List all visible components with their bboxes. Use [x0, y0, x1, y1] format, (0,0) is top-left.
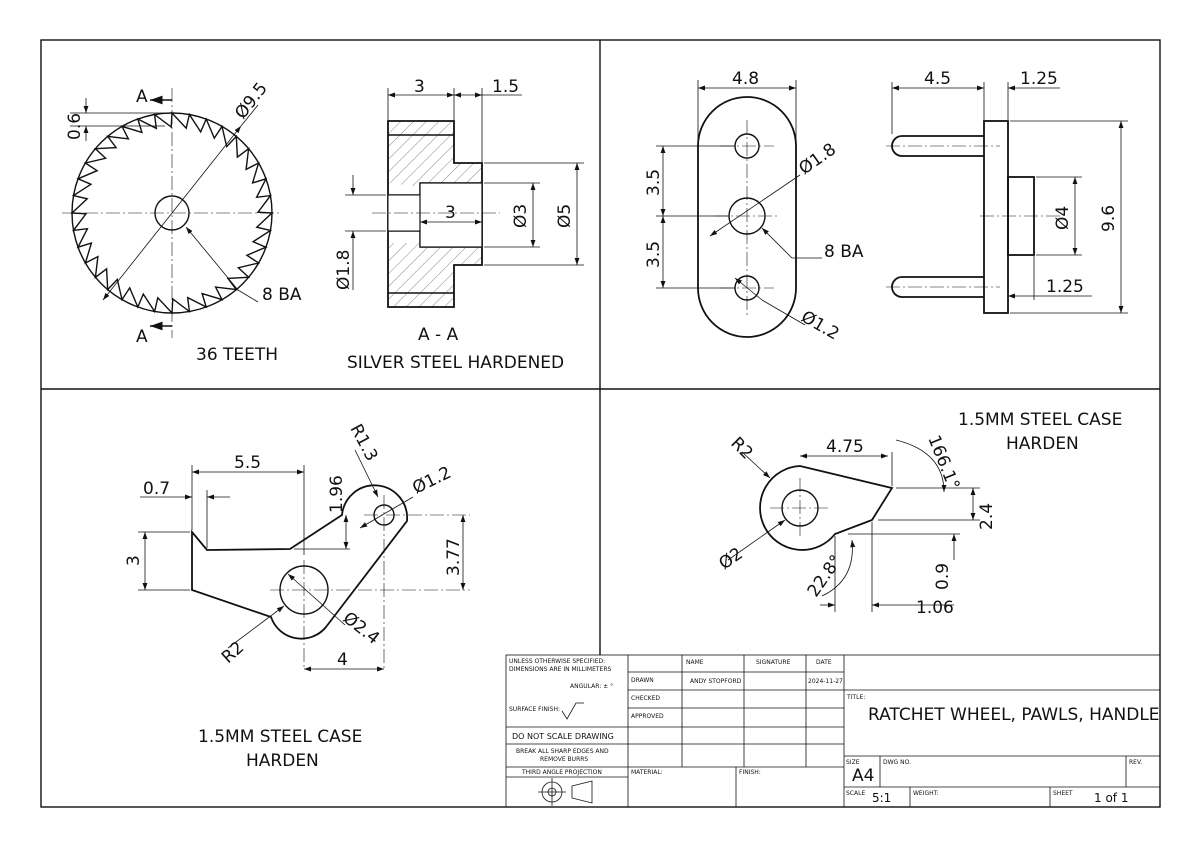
dim-plate-thickness: 1.25: [1020, 69, 1058, 89]
pawl2-note-line2: HARDEN: [1006, 434, 1079, 454]
do-not-scale: DO NOT SCALE DRAWING: [512, 732, 614, 741]
wheel-note: 36 TEETH: [196, 345, 278, 365]
dim-pawl1-tip: 0.7: [143, 479, 170, 499]
dim-pawl2-106: 1.06: [916, 598, 954, 618]
dim-pawl1-r13: R1.3: [346, 421, 382, 465]
dim-pawl2-09: 0.9: [933, 563, 953, 590]
handle-side-view: 4.5 1.25 Ø4 9.6 1.25: [886, 69, 1128, 314]
ratchet-wheel-view: A A 0.6 Ø9.5 8 BA 36 TEETH: [62, 79, 302, 365]
dim-section-d5: Ø5: [555, 204, 575, 228]
dim-pawl1-d12: Ø1.2: [409, 463, 454, 499]
row-drawn: DRAWN: [631, 677, 654, 684]
rev-label: REV.: [1129, 759, 1142, 766]
dim-handle-d18: Ø1.8: [795, 140, 840, 180]
dim-section-width: 3: [414, 77, 425, 97]
scale-label: SCALE: [846, 790, 865, 797]
drawn-date: 2024-11-27: [808, 678, 843, 685]
dim-pawl2-angle1: 166.1°: [923, 432, 963, 493]
dim-pawl1-height: 3: [124, 555, 144, 566]
projection-label: THIRD ANGLE PROJECTION: [521, 769, 602, 776]
section-mark-top: A: [136, 87, 148, 107]
pawl1-note-line2: HARDEN: [246, 751, 319, 771]
pawl1-note-line1: 1.5MM STEEL CASE: [198, 727, 362, 747]
sheet-size: A4: [852, 766, 874, 786]
break-edges-2: REMOVE BURRS: [540, 756, 588, 763]
third-angle-projection-icon: [538, 778, 593, 806]
section-mark-bottom: A: [136, 327, 148, 347]
tolerance-note-2: DIMENSIONS ARE IN MILLIMETERS: [509, 666, 611, 673]
dim-pawl1-d24: Ø2.4: [339, 608, 383, 649]
finish-label: FINISH:: [739, 769, 761, 776]
dim-handle-thread: 8 BA: [824, 242, 864, 262]
dim-pawl2-24: 2.4: [977, 503, 997, 530]
tolerance-note-1: UNLESS OTHERWISE SPECIFIED:: [509, 658, 605, 665]
dim-handle-pitch-lower: 3.5: [644, 241, 664, 268]
section-view: 3 1.5 3 Ø1.8 Ø3 Ø5 A - A SILVER STEEL HA…: [334, 77, 584, 373]
title-block: UNLESS OTHERWISE SPECIFIED: DIMENSIONS A…: [505, 654, 1161, 808]
title-label: TITLE:: [846, 694, 865, 701]
drawing-title: RATCHET WHEEL, PAWLS, HANDLE: [868, 705, 1160, 725]
dim-handle-length: 9.6: [1099, 205, 1119, 232]
dim-pawl1-length: 5.5: [234, 453, 261, 473]
dim-wheel-diameter: Ø9.5: [231, 79, 272, 123]
dim-pawl2-angle2: 22.8°: [804, 551, 847, 600]
dim-pawl2-r2: R2: [726, 433, 756, 463]
dim-handle-pitch-upper: 3.5: [644, 169, 664, 196]
break-edges-1: BREAK ALL SHARP EDGES AND: [516, 748, 609, 755]
dim-tooth-depth: 0.6: [65, 113, 85, 140]
dim-handle-width: 4.8: [732, 69, 759, 89]
angular-note: ANGULAR: ± °: [570, 683, 613, 690]
scale-value: 5:1: [872, 791, 891, 805]
dwg-no-label: DWG NO.: [883, 759, 911, 766]
weight-label: WEIGHT:: [913, 790, 939, 797]
dim-boss-diameter: Ø4: [1053, 206, 1073, 230]
surface-finish-icon: [561, 702, 584, 720]
dim-section-d18: Ø1.8: [334, 250, 354, 290]
handle-front-view: 4.8 3.5 3.5 Ø1.8 8 BA Ø1.2: [644, 69, 864, 345]
dim-pawl2-475: 4.75: [826, 437, 864, 457]
row-checked: CHECKED: [631, 695, 660, 702]
dim-boss-length: 1.25: [1046, 277, 1084, 297]
dim-pawl1-4: 4: [337, 650, 348, 670]
pawl2-note-line1: 1.5MM STEEL CASE: [958, 410, 1122, 430]
sheet-label: SHEET: [1053, 790, 1073, 797]
pawl-2-view: 1.5MM STEEL CASE HARDEN R2 4.75 166.1° 2…: [715, 410, 1122, 618]
dim-handle-d12: Ø1.2: [798, 307, 843, 345]
section-label: A - A: [418, 325, 459, 345]
dim-pawl1-r2: R2: [218, 638, 248, 668]
dim-section-boss: 1.5: [492, 77, 519, 97]
col-date: DATE: [816, 659, 832, 666]
section-note: SILVER STEEL HARDENED: [347, 353, 564, 373]
col-signature: SIGNATURE: [756, 659, 791, 666]
pawl-1-view: 5.5 0.7 3 R1.3 1.96 Ø1.2 3.77 Ø2.4 R2 4: [124, 421, 470, 771]
dim-section-d3: Ø3: [511, 204, 531, 228]
dim-pawl1-196: 1.96: [327, 475, 347, 513]
dim-wheel-thread: 8 BA: [262, 285, 302, 305]
dim-pawl1-377: 3.77: [444, 538, 464, 576]
col-name: NAME: [686, 659, 704, 666]
sheet-number: 1 of 1: [1094, 791, 1128, 805]
dim-bore-length: 3: [445, 203, 456, 223]
drawn-name: ANDY STOPFORD: [690, 678, 742, 685]
size-label: SIZE: [846, 759, 860, 766]
material-label: MATERIAL:: [631, 769, 663, 776]
dim-pawl2-d2: Ø2: [715, 544, 746, 574]
row-approved: APPROVED: [631, 713, 664, 720]
dim-pin-length: 4.5: [924, 69, 951, 89]
surface-finish-label: SURFACE FINISH:: [509, 706, 560, 713]
